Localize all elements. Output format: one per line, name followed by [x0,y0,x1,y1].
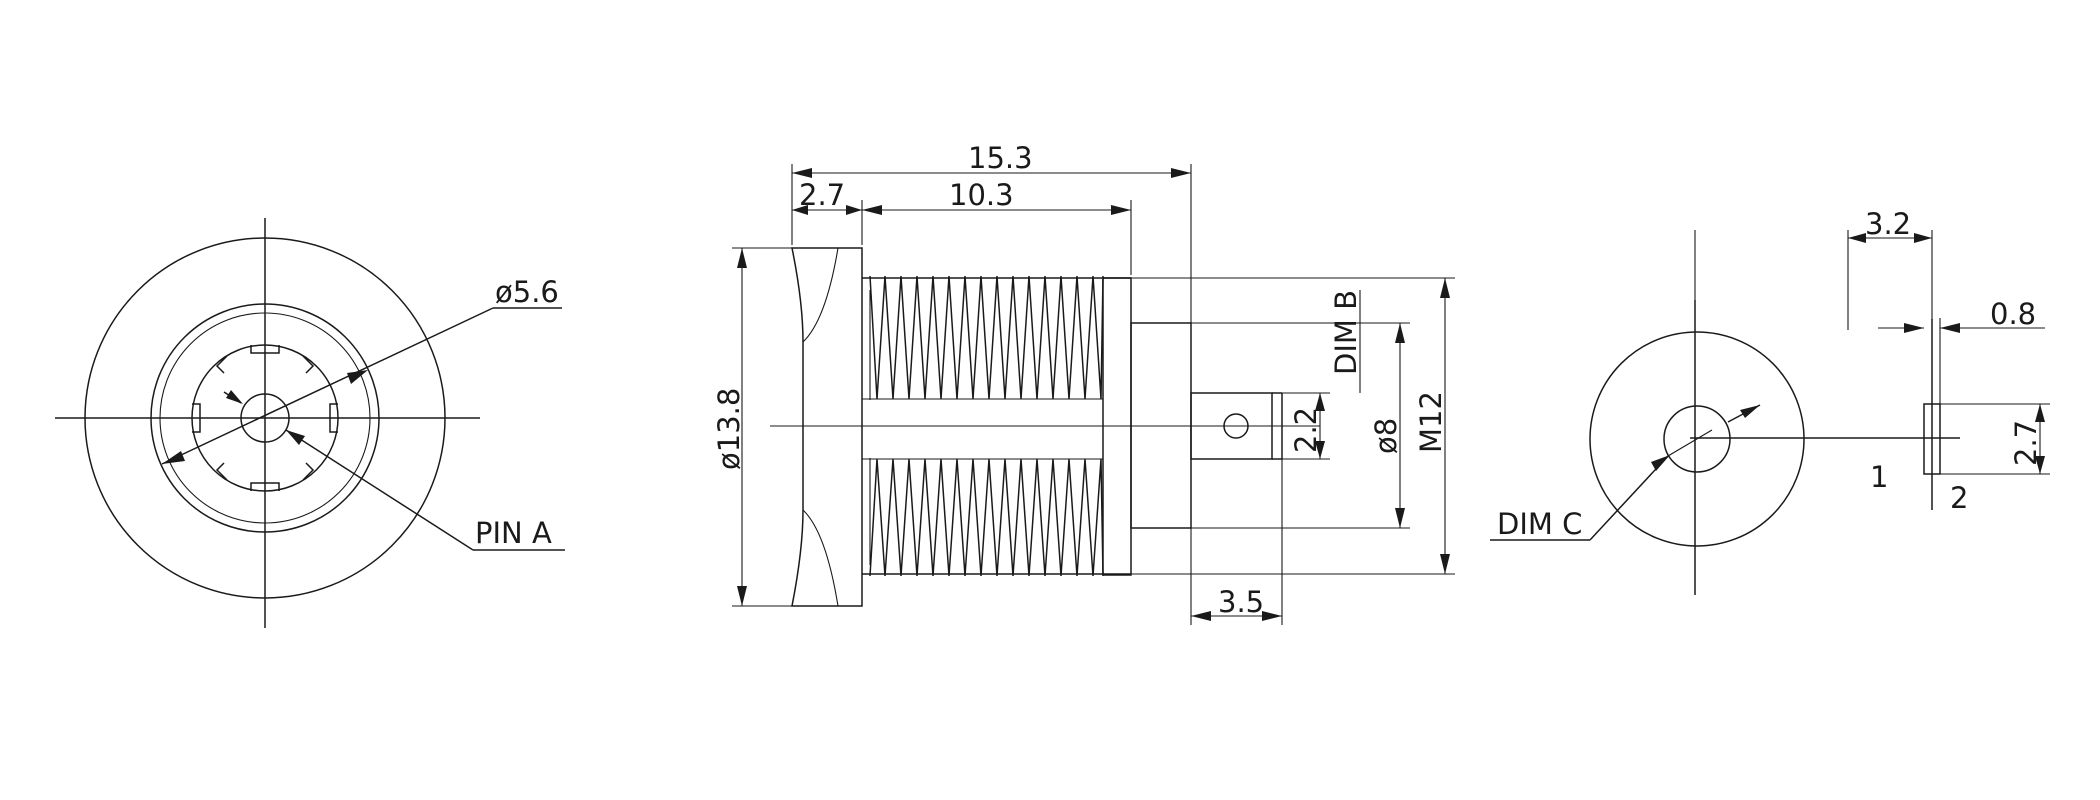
dim-pin-length: 3.5 [1218,585,1264,619]
thread-circle-inner [159,312,371,524]
pin-label: PIN A [475,516,552,550]
dim-arrow [1904,323,1924,333]
dim-thread-size: M12 [1414,391,1448,453]
pin-hole [1223,413,1249,439]
pin-inner-arrow [226,390,243,404]
dim-arrow [792,168,812,178]
contact-tab-right [329,403,338,433]
pin-body [1190,392,1273,460]
contact-tabs [192,345,338,491]
dim-arrow [2035,404,2045,422]
dia-arrow-right [347,370,368,384]
dim-pin-height: 2.7 [2009,420,2043,466]
dim-arrow [2035,456,2045,474]
dim-c-leader-inner [1667,429,1713,457]
dia-arrow-left [162,451,185,464]
pin-number-2: 2 [1950,481,1968,515]
pin-inner-circle [1663,405,1731,473]
dia-leader-line [161,307,494,465]
dim-pin-width: 2.2 [1289,407,1323,453]
dim-arrow [1191,611,1211,621]
contact-tab-bottom [250,482,280,491]
dia-label: ø5.6 [495,275,559,309]
dim-arrow [737,248,747,268]
dim-arrow [1395,323,1405,343]
contact-tab-left [192,403,201,433]
dim-arrow [846,205,862,215]
flange-outline [791,247,863,607]
dim-arrow [1262,611,1282,621]
dim-arrow [862,205,882,215]
dim-c-label: DIM C [1497,507,1582,541]
dim-overall-length: 15.3 [968,141,1033,175]
pin-outer-circle [1589,331,1805,547]
thread-top-teeth [869,275,1104,400]
dim-arrow [1848,233,1866,243]
front-view: ø5.6 PIN A [55,218,565,628]
contact-tab-bottom-right [302,462,315,481]
pin-leader-arrow [286,430,305,445]
dim-arrow [1440,278,1450,298]
contact-tab-top-right [302,355,315,374]
thread-bottom-teeth [869,458,1104,577]
pin-number-1: 1 [1870,460,1888,494]
dim-arrow [1111,205,1131,215]
dim-arrow [1171,168,1191,178]
socket-circle [191,344,339,492]
flange-chamfer-bottom [802,509,839,607]
dim-c-arrow-top [1740,405,1760,418]
pin-view: 3.2 0.8 2.7 DIM C 1 2 [1490,207,2050,595]
side-view: 15.3 2.7 10.3 ø13.8 M12 ø8 [712,141,1455,625]
dim-arrow [1315,441,1325,459]
thread-circle-outer [150,303,380,533]
dim-c-leader-line [1589,455,1669,541]
dim-arrow [792,205,808,215]
dim-flange-length: 2.7 [799,178,845,212]
contact-tab-top-left [215,355,228,374]
pin-tab [1923,403,1941,475]
dim-pin-view-length: 3.2 [1865,207,1911,241]
dim-arrow [1940,323,1960,333]
dim-arrow [1395,508,1405,528]
dim-arrow [1440,554,1450,574]
dim-arrow [1914,233,1932,243]
contact-tab-bottom-left [215,462,228,481]
dim-arrow [1315,393,1325,411]
center-pin-circle [240,393,290,443]
outer-flange-circle [84,237,446,599]
dim-b-label: DIM B [1329,290,1363,375]
dim-flange-dia: ø13.8 [712,388,746,470]
dim-c-arrow-bottom [1651,455,1670,471]
contact-tab-top [250,345,280,354]
dim-body-dia: ø8 [1369,418,1403,454]
dim-arrow [737,586,747,606]
pin-leader-line [285,429,474,551]
dim-pin-thickness: 0.8 [1990,297,2036,331]
flange-chamfer-top [802,247,839,343]
dim-thread-length: 10.3 [949,178,1014,212]
